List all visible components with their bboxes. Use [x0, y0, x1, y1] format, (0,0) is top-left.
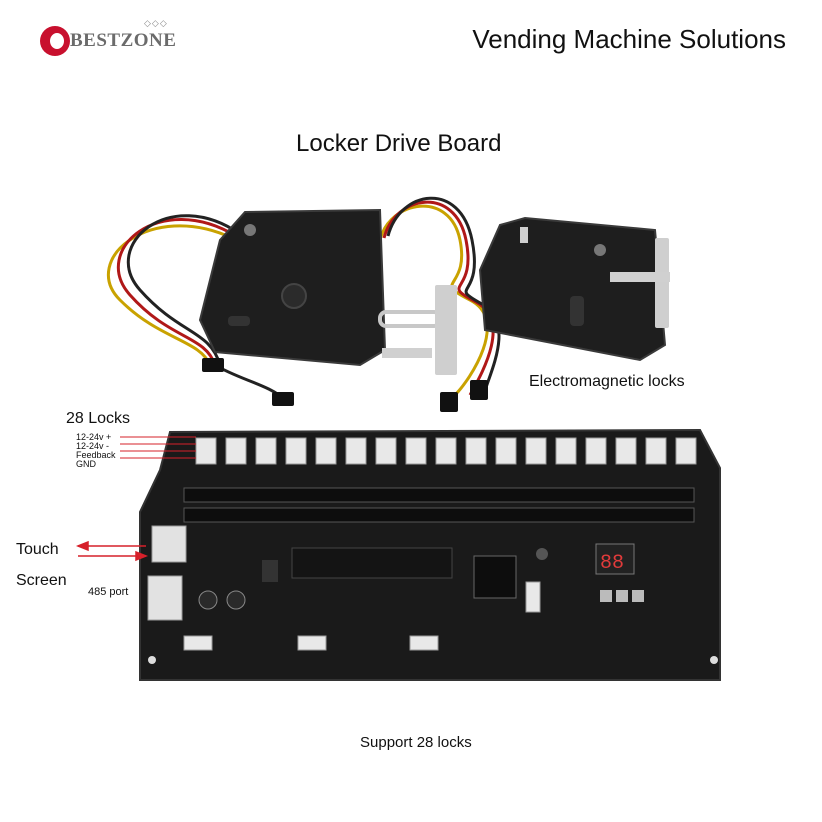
logo-text: BESTZONE — [70, 30, 177, 51]
svg-text:88: 88 — [600, 552, 624, 575]
logo-mark-icon — [40, 26, 70, 56]
support-caption: Support 28 locks — [360, 734, 472, 751]
logo-diamonds-icon: ◇◇◇ — [144, 18, 168, 28]
brand-logo: BESTZONE ◇◇◇ — [40, 18, 180, 60]
wire-connector — [202, 358, 224, 372]
wire-connector — [440, 392, 458, 412]
lock-connector-row — [195, 437, 697, 465]
pin-label: Feedback — [76, 450, 116, 460]
lock-right — [478, 216, 670, 362]
pin-label: GND — [76, 459, 96, 469]
pin-label: 12-24v + — [76, 432, 112, 442]
seven-segment-display — [595, 543, 635, 575]
pin-label: 12-24v - — [76, 441, 110, 451]
locks-caption: Electromagnetic locks — [529, 373, 685, 390]
drive-board-pcb: 88 — [139, 428, 721, 681]
page-title: Locker Drive Board — [296, 130, 502, 157]
headline: Vending Machine Solutions — [472, 24, 786, 54]
screen-label: Screen — [16, 572, 67, 589]
wire-connector — [272, 392, 294, 406]
touch-port-connector — [151, 525, 187, 563]
touch-label: Touch — [16, 541, 59, 558]
port-label: 485 port — [88, 586, 129, 598]
lock-left — [198, 208, 457, 375]
pin-guide-lines — [120, 436, 196, 459]
touch-arrows — [75, 540, 149, 562]
lock-wires — [106, 196, 501, 402]
lock-count-label: 28 Locks — [66, 410, 131, 427]
wire-connector — [470, 380, 488, 400]
rs485-port-connector — [147, 575, 183, 621]
